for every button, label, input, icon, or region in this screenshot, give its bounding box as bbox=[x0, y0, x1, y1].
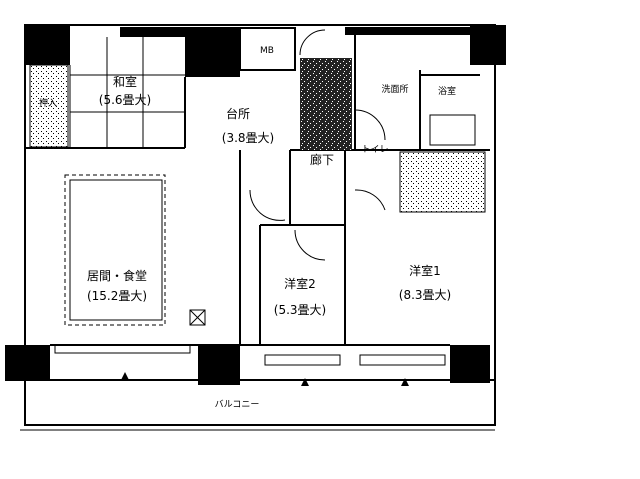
western1-name: 洋室1 bbox=[409, 263, 441, 278]
western1-size: (8.3畳大) bbox=[399, 288, 451, 302]
bathtub bbox=[429, 114, 476, 146]
walls bbox=[5, 24, 506, 385]
balcony-name: バルコニー bbox=[215, 399, 260, 410]
room-kitchen: 台所 (3.8畳大) bbox=[222, 106, 274, 145]
mb-label: MB bbox=[260, 46, 274, 56]
kitchen-size: (3.8畳大) bbox=[222, 131, 274, 145]
closet-name: 押入 bbox=[39, 97, 57, 109]
kitchen-name: 台所 bbox=[226, 106, 250, 121]
hallway-name: 廊下 bbox=[310, 152, 334, 167]
washitsu-name: 和室 bbox=[113, 74, 137, 89]
living-size: (15.2畳大) bbox=[87, 289, 147, 303]
closet-area bbox=[29, 64, 69, 148]
living-name: 居間・食堂 bbox=[87, 268, 147, 283]
western2-size: (5.3畳大) bbox=[274, 303, 326, 317]
room-western1: 洋室1 (8.3畳大) bbox=[399, 263, 451, 302]
windows bbox=[54, 344, 446, 386]
toilet-name: トイレ bbox=[361, 145, 388, 155]
balcony-area bbox=[24, 379, 496, 426]
doors bbox=[189, 29, 386, 326]
mb-box bbox=[239, 27, 296, 71]
bath-name: 浴室 bbox=[438, 85, 456, 97]
room-western2: 洋室2 (5.3畳大) bbox=[274, 276, 326, 317]
washitsu-size: (5.6畳大) bbox=[99, 93, 151, 107]
living-inner-frame bbox=[69, 179, 163, 321]
room-living: 居間・食堂 (15.2畳大) bbox=[87, 268, 147, 303]
room-washitsu: 和室 (5.6畳大) bbox=[99, 74, 151, 107]
entrance-floor bbox=[300, 58, 352, 150]
tatami-grid bbox=[70, 37, 185, 148]
living-ceiling-outline bbox=[64, 174, 166, 326]
walk-in-closet bbox=[399, 151, 486, 213]
washroom-name: 洗面所 bbox=[381, 83, 408, 95]
western2-name: 洋室2 bbox=[284, 276, 316, 291]
